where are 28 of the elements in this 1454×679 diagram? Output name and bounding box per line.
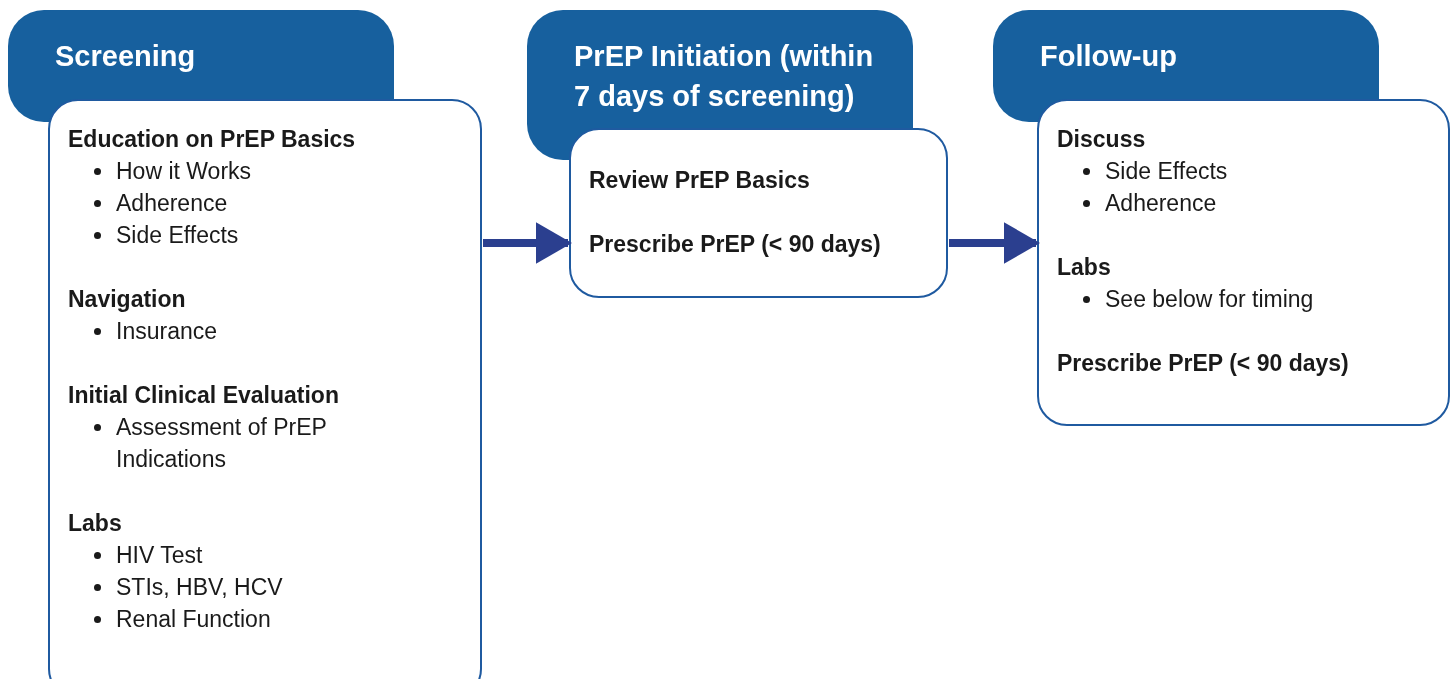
stage-card — [1037, 99, 1450, 426]
stage-title: PrEP Initiation (within 7 days of screening) — [574, 39, 875, 114]
section-heading: Discuss — [1057, 125, 1147, 154]
bullet-item: HIV Test — [68, 539, 410, 571]
arrow — [949, 222, 1040, 264]
bullet-item: Assessment of PrEP Indications — [68, 411, 410, 475]
bullet-item: Side Effects — [68, 219, 410, 251]
section-heading: Labs — [1057, 253, 1112, 282]
section-heading: Prescribe PrEP (< 90 days) — [589, 230, 882, 259]
stage-card — [48, 99, 482, 679]
bullet-item: Side Effects — [1057, 155, 1436, 187]
section-heading: Labs — [68, 509, 123, 538]
bullet-item: STIs, HBV, HCV — [68, 571, 410, 603]
arrow — [483, 222, 572, 264]
bullet-item: Adherence — [1057, 187, 1436, 219]
bullet-item: Renal Function — [68, 603, 410, 635]
section-heading: Initial Clinical Evaluation — [68, 381, 340, 410]
section-heading: Navigation — [68, 285, 187, 314]
bullet-item: How it Works — [68, 155, 410, 187]
stage-card — [569, 128, 948, 298]
stage-title: Follow-up — [1040, 39, 1178, 74]
bullet-item: See below for timing — [1057, 283, 1436, 315]
section-heading: Review PrEP Basics — [589, 166, 811, 195]
bullet-item: Insurance — [68, 315, 410, 347]
bullet-item: Adherence — [68, 187, 410, 219]
section-heading: Prescribe PrEP (< 90 days) — [1057, 349, 1350, 378]
section-heading: Education on PrEP Basics — [68, 125, 357, 154]
stage-title: Screening — [55, 39, 197, 74]
